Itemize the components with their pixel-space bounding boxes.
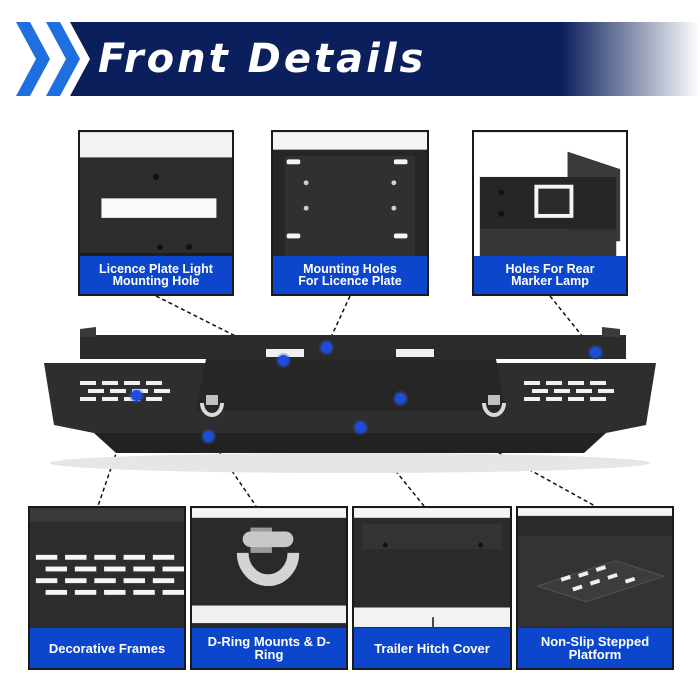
caption-line-1: D-Ring Mounts & D-Ring <box>207 634 331 662</box>
marker-stepped-platform <box>395 393 406 404</box>
marker-lamp-holes <box>590 347 601 358</box>
caption-line-2: Mounting Hole <box>112 274 200 288</box>
caption-line-1: Trailer Hitch Cover <box>374 640 490 656</box>
panel-licence-plate-holes: Mounting Holes For Licence Plate <box>271 130 429 296</box>
marker-d-ring <box>203 431 214 442</box>
panel-decorative-frames: Decorative Frames <box>28 506 186 670</box>
panel-licence-plate-light: Licence Plate Light Mounting Hole <box>78 130 234 296</box>
caption-decorative-frames: Decorative Frames <box>30 628 184 668</box>
header-banner: Front Details <box>0 22 700 96</box>
marker-licence-light <box>278 355 289 366</box>
caption-stepped-platform: Non-Slip Stepped Platform <box>518 628 672 668</box>
page-title: Front Details <box>98 36 427 82</box>
marker-hitch-cover <box>355 422 366 433</box>
caption-line-1: Mounting Holes <box>303 261 397 276</box>
caption-d-ring: D-Ring Mounts & D-Ring <box>192 628 346 668</box>
caption-line-1: Licence Plate Light <box>99 261 213 276</box>
caption-line-2: Marker Lamp <box>511 274 589 288</box>
caption-licence-plate-light: Licence Plate Light Mounting Hole <box>80 256 232 294</box>
caption-line-2: Platform <box>568 647 622 662</box>
bumper-illustration <box>44 327 656 473</box>
caption-line-1: Decorative Frames <box>48 640 166 656</box>
caption-line-1: Holes For Rear <box>505 261 595 276</box>
caption-line-2: For Licence Plate <box>298 274 402 288</box>
marker-decorative-frames <box>131 390 142 401</box>
banner-background <box>16 22 700 96</box>
panel-stepped-platform: Non-Slip Stepped Platform <box>516 506 674 670</box>
panel-d-ring: D-Ring Mounts & D-Ring <box>190 506 348 670</box>
caption-licence-plate-holes: Mounting Holes For Licence Plate <box>273 256 427 294</box>
panel-hitch-cover: Trailer Hitch Cover <box>352 506 512 670</box>
marker-plate-holes <box>321 342 332 353</box>
caption-hitch-cover: Trailer Hitch Cover <box>354 628 510 668</box>
caption-marker-lamp-holes: Holes For Rear Marker Lamp <box>474 256 626 294</box>
panel-marker-lamp-holes: Holes For Rear Marker Lamp <box>472 130 628 296</box>
caption-line-1: Non-Slip Stepped <box>540 634 650 649</box>
